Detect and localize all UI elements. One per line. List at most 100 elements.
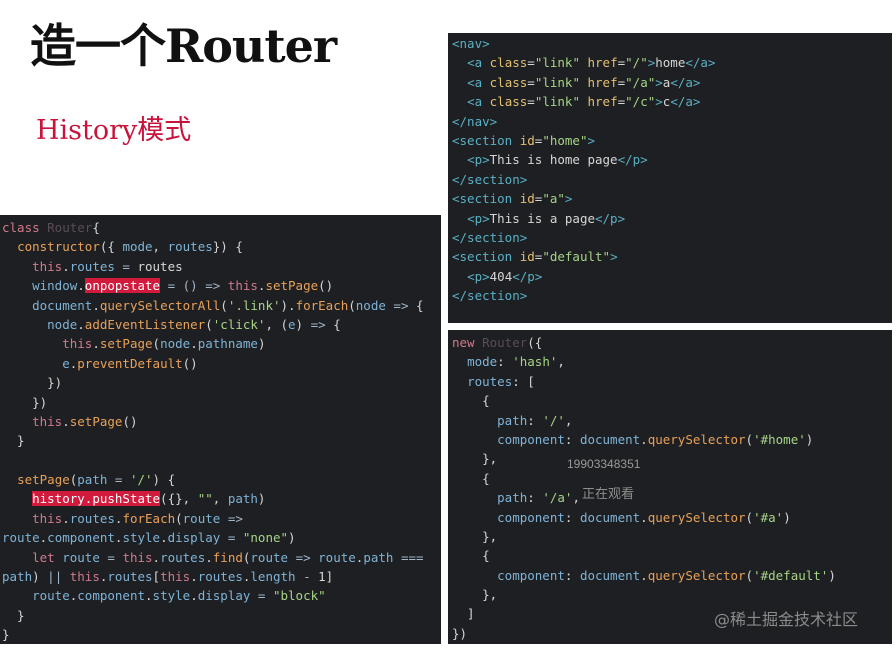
- code-token: class: [489, 74, 528, 90]
- code-line: new Router({: [452, 333, 892, 352]
- code-token: new: [452, 335, 483, 350]
- code-line: </nav>: [452, 112, 892, 131]
- code-line: class Router{: [2, 218, 441, 237]
- code-token: routes: [160, 549, 206, 565]
- code-token: length: [250, 569, 296, 585]
- code-token: find: [212, 549, 243, 565]
- code-token: [2, 239, 17, 254]
- code-token: [2, 511, 32, 526]
- code-token: </section>: [452, 288, 528, 304]
- code-token: routes: [69, 258, 115, 274]
- code-token: =: [99, 549, 123, 565]
- code-token: component: [47, 530, 115, 546]
- code-line: <a class="link" href="/a">a</a>: [452, 73, 892, 92]
- source-credit: @稀土掘金技术社区: [714, 610, 859, 629]
- code-token: window: [32, 278, 78, 294]
- code-token: =>: [288, 549, 319, 565]
- code-token: path: [497, 412, 528, 428]
- code-token: <a: [467, 55, 490, 71]
- code-token: forEach: [295, 297, 349, 313]
- code-token: .: [77, 316, 85, 332]
- code-token: This is home page: [489, 152, 618, 168]
- code-token: [452, 152, 467, 167]
- code-token: ({: [99, 239, 123, 255]
- code-token: path: [77, 472, 108, 488]
- code-token: [2, 414, 32, 429]
- code-token: },: [452, 528, 498, 544]
- code-token: ({},: [160, 491, 198, 507]
- code-token: .: [114, 510, 123, 526]
- code-token: <nav>: [452, 36, 490, 51]
- code-token: ||: [47, 569, 70, 585]
- viewer-id-watermark: 19903348351: [567, 457, 641, 471]
- code-token: this: [32, 510, 63, 526]
- code-token: }: [2, 607, 25, 623]
- code-token: <section: [452, 191, 520, 207]
- code-token: <p>: [467, 268, 490, 284]
- code-line: <p>This is a page</p>: [452, 209, 892, 228]
- router-instance-code: new Router({ mode: 'hash', routes: [ { p…: [448, 330, 892, 643]
- code-token: =: [617, 55, 626, 71]
- code-token: >: [587, 132, 596, 148]
- code-token: </a>: [670, 74, 701, 90]
- code-token: c: [662, 94, 671, 110]
- code-token: },: [452, 587, 498, 603]
- code-token: "/a": [625, 74, 656, 90]
- code-token: =: [527, 74, 535, 90]
- code-token: </section>: [452, 171, 528, 187]
- code-token: (): [122, 413, 138, 429]
- slide-subtitle: History模式: [36, 115, 192, 146]
- code-token: pathname: [197, 336, 258, 352]
- code-token: .: [92, 297, 100, 313]
- code-token: setPage: [265, 278, 319, 294]
- code-token: [452, 413, 497, 428]
- code-token: .: [62, 258, 70, 274]
- code-token: ).: [280, 297, 296, 313]
- code-token: ===: [393, 549, 424, 565]
- html-markup-code: <nav> <a class="link" href="/">home</a> …: [448, 33, 892, 305]
- code-token: =: [107, 472, 130, 488]
- code-token: this: [69, 569, 100, 585]
- code-line: path: '/a',: [452, 488, 892, 507]
- code-line: },: [452, 527, 892, 546]
- code-token: '#default': [753, 567, 829, 583]
- code-token: [452, 211, 467, 226]
- code-token: '/': [129, 472, 153, 488]
- code-token: (): [318, 278, 334, 294]
- code-token: .: [205, 549, 213, 565]
- code-token: .: [640, 431, 648, 447]
- code-token: id: [519, 132, 535, 148]
- code-token: >: [564, 191, 573, 207]
- code-token: href: [579, 74, 618, 90]
- code-token: 'click': [212, 316, 266, 332]
- code-line: },: [452, 449, 892, 468]
- code-token: id: [519, 249, 535, 265]
- code-token: [452, 490, 497, 505]
- code-line: document.querySelectorAll('.link').forEa…: [2, 296, 441, 315]
- code-token: (: [348, 297, 356, 313]
- code-line: <a class="link" href="/c">c</a>: [452, 92, 892, 111]
- code-line: this.setPage(): [2, 412, 441, 431]
- code-token: =: [534, 132, 543, 148]
- code-token: component: [497, 567, 565, 583]
- code-token: ): [805, 431, 814, 447]
- code-token: display: [167, 530, 221, 546]
- code-token: this: [160, 569, 191, 585]
- code-token: {: [92, 220, 100, 235]
- code-token: path: [363, 549, 394, 565]
- code-token: [2, 550, 32, 565]
- code-token: ,: [212, 491, 228, 507]
- code-token: "default": [542, 249, 611, 265]
- code-token: this: [227, 278, 258, 294]
- code-line: }: [2, 606, 441, 625]
- code-token: .: [160, 530, 168, 546]
- code-token: <section: [452, 249, 520, 265]
- watching-watermark: 正在观看: [582, 486, 635, 501]
- code-token: querySelectorAll: [99, 297, 221, 313]
- code-token: display: [197, 588, 251, 604]
- code-token: <p>: [467, 210, 490, 226]
- code-line: {: [452, 546, 892, 565]
- code-token: '/': [542, 412, 565, 428]
- code-token: .: [640, 567, 648, 583]
- code-line: }): [452, 624, 892, 643]
